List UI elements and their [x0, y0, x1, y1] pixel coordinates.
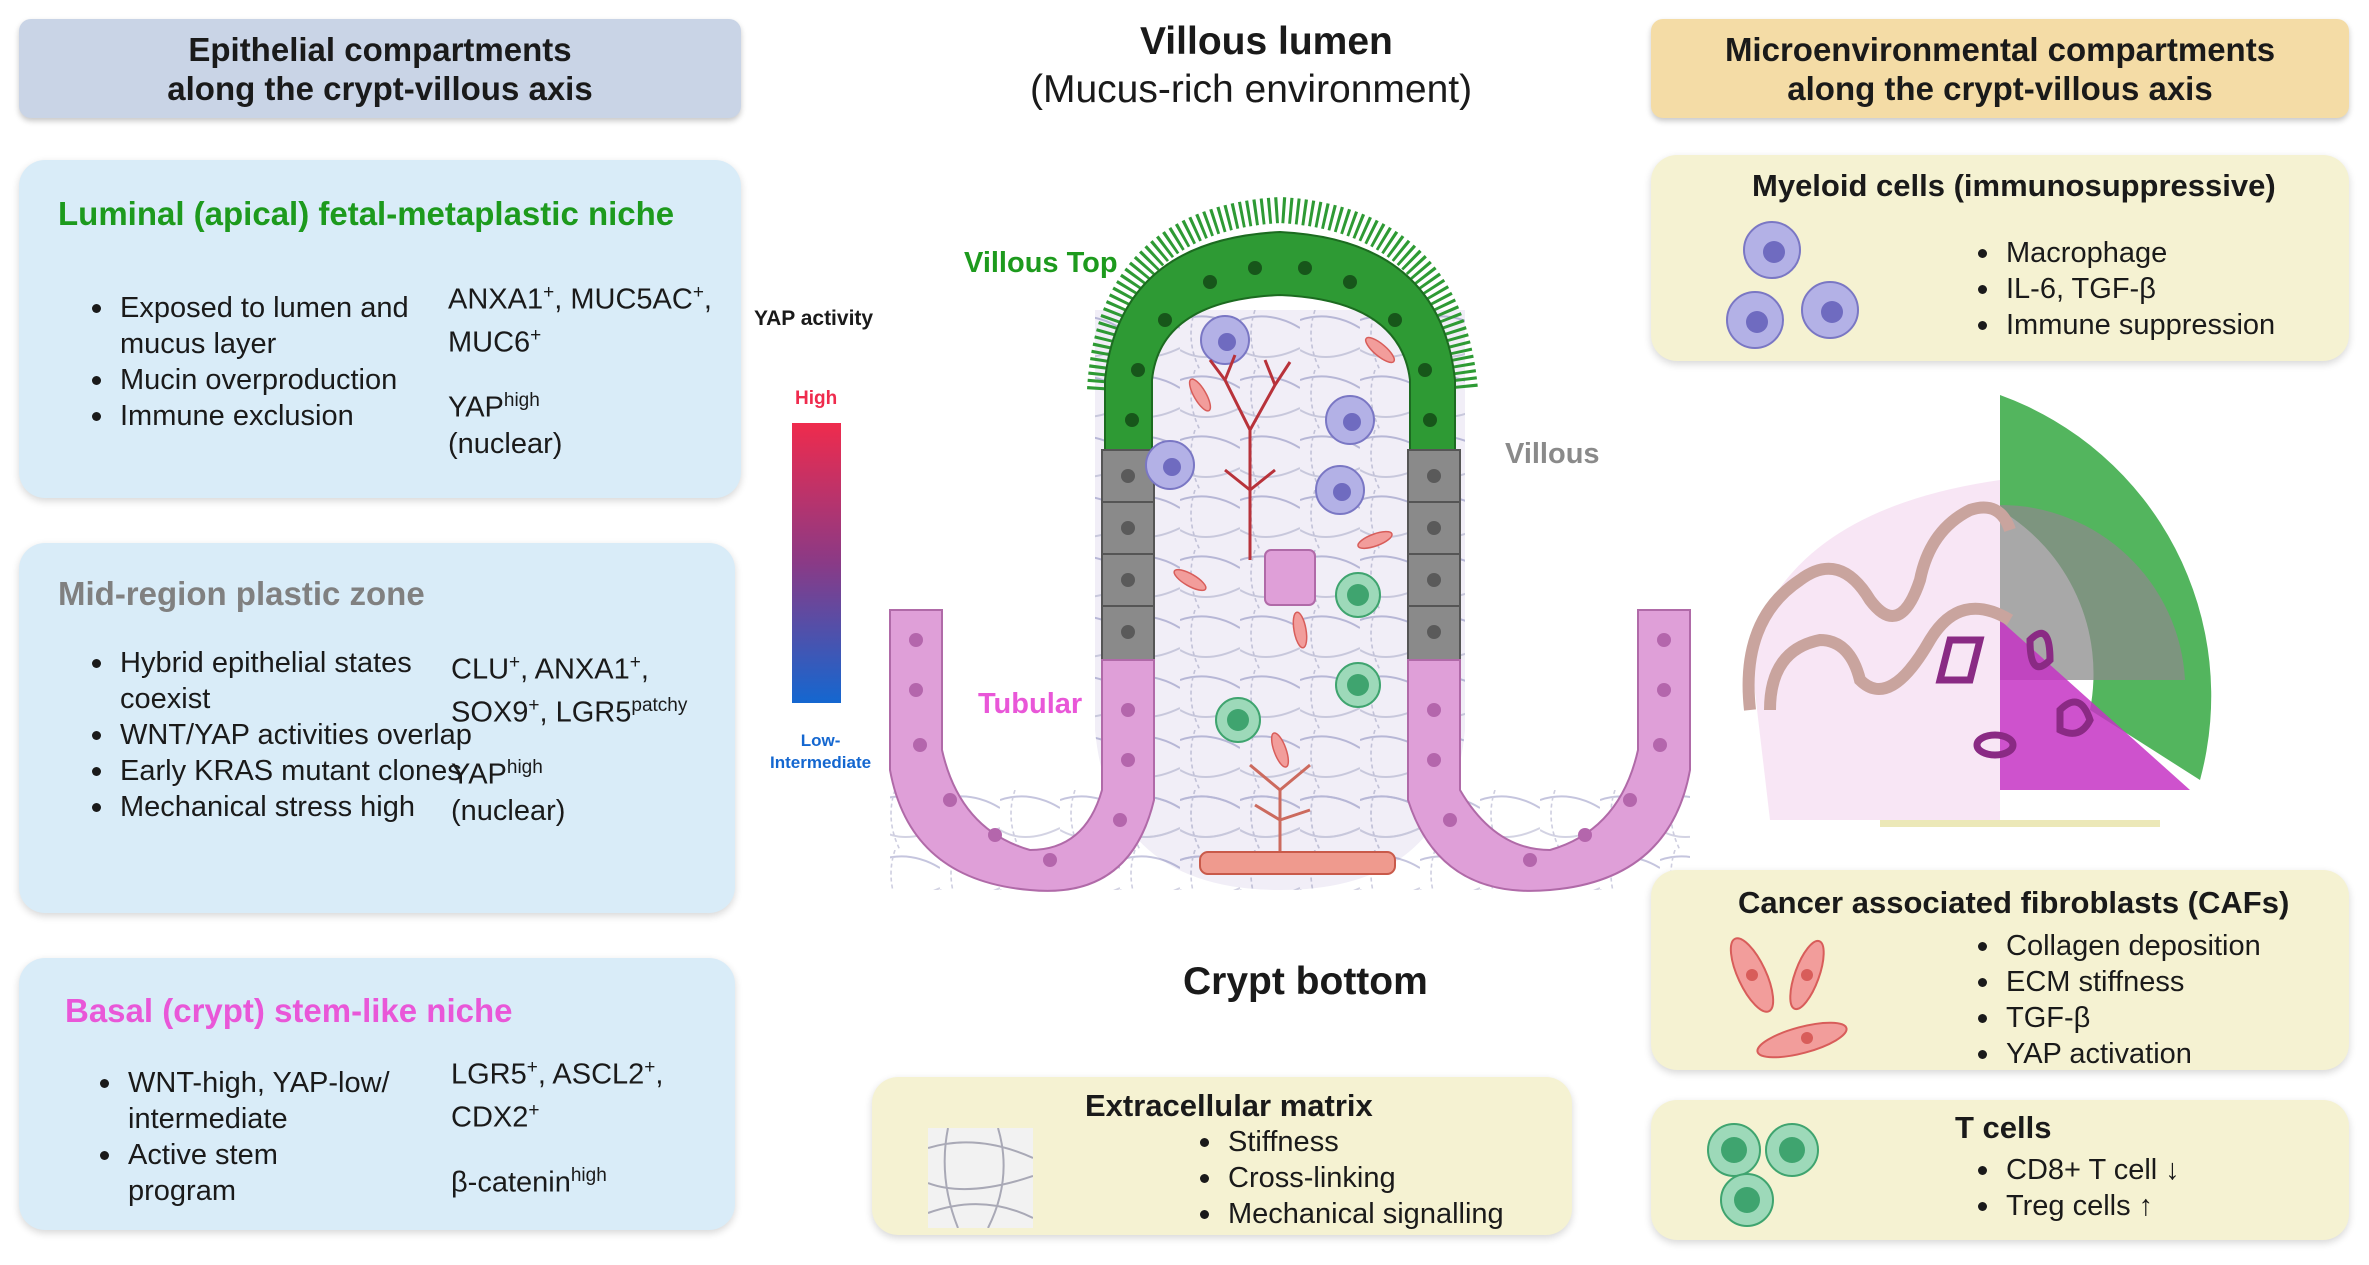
brush-border: [1087, 196, 1478, 392]
list-item: ECM stiffness: [1978, 964, 2261, 1000]
right-header: Microenvironmental compartments along th…: [1651, 19, 2349, 118]
list-item: Mucin overproduction: [92, 362, 480, 398]
crypt-villus-diagram: [889, 196, 1691, 892]
crypt-cross-section-illustration: [1742, 395, 2212, 827]
left-header-line1: Epithelial compartments: [188, 30, 572, 68]
t-cell-nuclei: [1227, 584, 1369, 731]
tubular-crypt-epithelium-right: [1407, 609, 1691, 892]
right-header-line1: Microenvironmental compartments: [1724, 30, 2276, 68]
fibroblasts: [1173, 336, 1396, 768]
luminal-markers: ANXA1+, MUC5AC+, MUC6+: [448, 282, 712, 359]
mid-zone-panel: [19, 543, 735, 913]
basal-niche-bullets: WNT-high, YAP-low/ intermediate Active s…: [90, 1065, 458, 1209]
green-cell-nuclei: [1125, 261, 1437, 427]
list-item: Active stem program: [100, 1137, 328, 1209]
list-item: Hybrid epithelial states coexist: [92, 645, 480, 717]
luminal-yap: YAPhigh (nuclear): [448, 390, 563, 460]
basal-niche-markers: LGR5+, ASCL2+, CDX2+: [451, 1057, 664, 1134]
villous-top-label: Villous Top: [964, 247, 1118, 279]
yap-legend-low: Low- Intermediate: [770, 731, 872, 772]
mid-zone-markers: CLU+, ANXA1+, SOX9+, LGR5patchy: [451, 652, 688, 729]
tcells-title: T cells: [1955, 1110, 2052, 1145]
cafs-title: Cancer associated fibroblasts (CAFs): [1738, 885, 2290, 920]
crypt-bottom-label: Crypt bottom: [1183, 960, 1428, 1003]
left-header: Epithelial compartments along the crypt-…: [19, 19, 741, 118]
crypt-outline: [1742, 501, 2016, 711]
myeloid-title: Myeloid cells (immunosuppressive): [1752, 168, 2276, 203]
central-cell-cluster: [1264, 549, 1316, 606]
list-item: Collagen deposition: [1978, 930, 2261, 962]
list-item: Mechanical signalling: [1200, 1198, 1504, 1230]
villous-label: Villous: [1505, 438, 1600, 470]
list-item: Exposed to lumen and mucus layer: [92, 290, 480, 362]
mid-zone-yap: YAPhigh (nuclear): [451, 757, 566, 827]
list-item: WNT/YAP activities overlap: [92, 717, 480, 753]
cafs-bullets: Collagen deposition ECM stiffness TGF-β …: [1968, 928, 2261, 1072]
grey-cell-nuclei: [1121, 469, 1441, 639]
list-item: Mechanical stress high: [92, 789, 480, 825]
villous-lumen-subtitle: (Mucus-rich environment): [1030, 68, 1473, 111]
tubular-label: Tubular: [978, 688, 1083, 720]
grey-cell-borders: [1102, 501, 1460, 607]
list-item: Treg cells ↑: [1978, 1188, 2180, 1224]
ecm-title: Extracellular matrix: [1085, 1088, 1373, 1123]
pink-cell-nuclei: [909, 633, 1671, 867]
myeloid-bullets: Macrophage IL-6, TGF-β Immune suppressio…: [1968, 235, 2275, 343]
list-item: WNT-high, YAP-low/ intermediate: [100, 1065, 458, 1137]
luminal-niche-title: Luminal (apical) fetal-metaplastic niche: [58, 195, 675, 232]
list-item: YAP activation: [1978, 1036, 2261, 1072]
basal-niche-title: Basal (crypt) stem-like niche: [65, 992, 513, 1029]
basal-niche-panel: [19, 958, 735, 1230]
list-item: Cross-linking: [1200, 1160, 1504, 1196]
mid-zone-bullets: Hybrid epithelial states coexist WNT/YAP…: [82, 645, 480, 825]
yap-legend-high: High: [795, 388, 838, 409]
pink-region: [1750, 480, 2000, 820]
villous-lumen-title: Villous lumen: [1140, 20, 1393, 63]
crypt-lumens: [1935, 629, 2094, 759]
ecm-fiber-icon: [928, 1128, 1033, 1228]
basal-niche-bcatenin: β-cateninhigh: [451, 1165, 607, 1199]
list-item: TGF-β: [1978, 1000, 2261, 1036]
blood-vessel-tree: [1208, 354, 1311, 870]
fibroblast-icon: [1729, 937, 1848, 1059]
cafs-panel: [1651, 870, 2349, 1070]
list-item: CD8+ T cell ↓: [1978, 1154, 2180, 1186]
tubular-crypt-epithelium: [889, 609, 1155, 892]
list-item: Immune suppression: [1977, 309, 2276, 341]
blood-vessel: [1199, 851, 1396, 875]
list-item: Stiffness: [1200, 1124, 1504, 1160]
list-item: Immune exclusion: [92, 398, 480, 434]
t-cell-icon: [1707, 1123, 1819, 1227]
baseline: [1880, 820, 2160, 827]
left-header-line2: along the crypt-villous axis: [167, 69, 593, 107]
yap-legend-title: YAP activity: [754, 307, 874, 330]
villous-top-epithelium: [1104, 230, 1456, 451]
macrophage-nuclei: [1163, 333, 1361, 501]
macrophage-icon: [1726, 221, 1859, 349]
right-header-line2: along the crypt-villous axis: [1787, 69, 2213, 107]
luminal-niche-bullets: Exposed to lumen and mucus layer Mucin o…: [82, 290, 480, 434]
list-item: Early KRAS mutant clones: [92, 753, 480, 789]
list-item: Macrophage: [1977, 235, 2275, 271]
list-item: IL-6, TGF-β: [1977, 271, 2275, 307]
mid-zone-title: Mid-region plastic zone: [58, 575, 425, 612]
tcells-bullets: CD8+ T cell ↓ Treg cells ↑: [1968, 1152, 2180, 1224]
ecm-bullets: Stiffness Cross-linking Mechanical signa…: [1190, 1124, 1504, 1232]
luminal-niche-panel: [19, 160, 741, 498]
yap-gradient-bar: [792, 423, 841, 703]
